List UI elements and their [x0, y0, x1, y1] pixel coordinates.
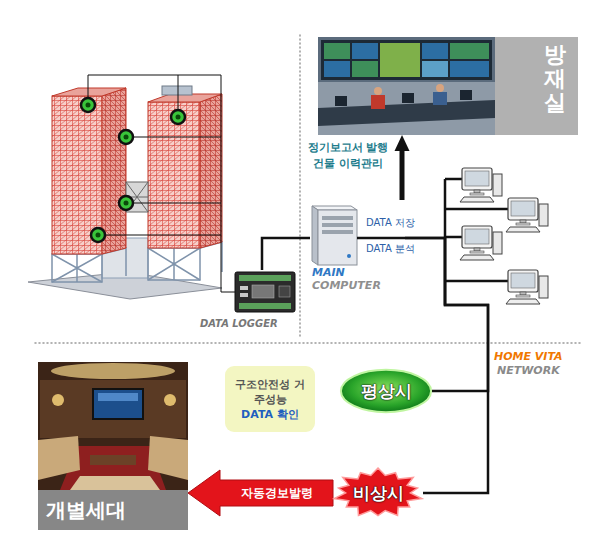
data-logger-device [235, 272, 295, 312]
connector [395, 135, 410, 200]
connector [405, 238, 488, 493]
network-word: NETWORK [497, 364, 560, 378]
household-panel: 개별세대 [38, 362, 188, 530]
sensor-wires [88, 75, 235, 292]
title-band: 개별세대 [38, 490, 188, 530]
connector-line [262, 238, 310, 270]
pc-icon [460, 168, 502, 202]
pc-icon [460, 226, 502, 260]
right-tower-front [148, 102, 200, 248]
server-icon [312, 206, 357, 265]
note-text: DATA 확인 [241, 407, 299, 422]
vertical-separator [299, 35, 301, 338]
check-box: 구조안전성 거주성능DATA 확인 [225, 366, 315, 432]
sensors [81, 98, 185, 242]
badge-text: 평상시 [361, 380, 412, 403]
data-analysis-label: DATA 분석 [366, 243, 415, 255]
block-arrow [188, 470, 333, 516]
note-text: 구조안전성 거주성능 [234, 377, 306, 407]
blob-fill [341, 370, 431, 412]
emergency-badge: 비상시 [333, 468, 423, 518]
twin-tower-model [28, 86, 222, 299]
connector-line [400, 149, 405, 200]
roof-crown [162, 86, 192, 95]
panel-title: 개별세대 [38, 490, 126, 530]
connector-line [405, 238, 488, 391]
title-band: 방재실 [495, 37, 578, 135]
server-cable [357, 237, 405, 240]
badge-text: 비상시 [353, 482, 404, 505]
living-room-photo [38, 362, 188, 490]
normal-state-badge: 평상시 [340, 368, 432, 414]
node-title: DATA LOGGER [200, 317, 278, 330]
panel-title: 방재실 [544, 43, 566, 116]
caption-block: MAINCOMPUTER [312, 266, 381, 292]
data-logger-node: DATA LOGGER [200, 270, 298, 330]
node-title: COMPUTER [312, 279, 381, 292]
data-store-label: DATA 저장 [366, 217, 415, 229]
pc-icon [506, 270, 548, 304]
control-room-panel: 방재실 [318, 37, 578, 135]
connector-line [405, 238, 488, 493]
history-label: 건물 이력관리 [302, 157, 394, 171]
edge-label: 자동경보발령 [239, 486, 315, 501]
pc-icon [506, 198, 548, 232]
caption-block: DATA LOGGER [200, 317, 278, 330]
right-tower-side [200, 94, 222, 248]
horizontal-separator [35, 342, 580, 344]
connector [188, 470, 333, 516]
burst-fill [334, 468, 422, 516]
report-label: 정기보고서 발행 [302, 141, 394, 155]
node-title: MAIN [312, 266, 345, 279]
left-tower-side [102, 88, 126, 254]
control-room-photo [318, 37, 495, 135]
connector [405, 238, 488, 391]
network-brand: HOME VITA [494, 350, 563, 364]
left-tower-roof [52, 88, 126, 96]
connector [262, 238, 310, 270]
arrow-head [395, 135, 410, 151]
